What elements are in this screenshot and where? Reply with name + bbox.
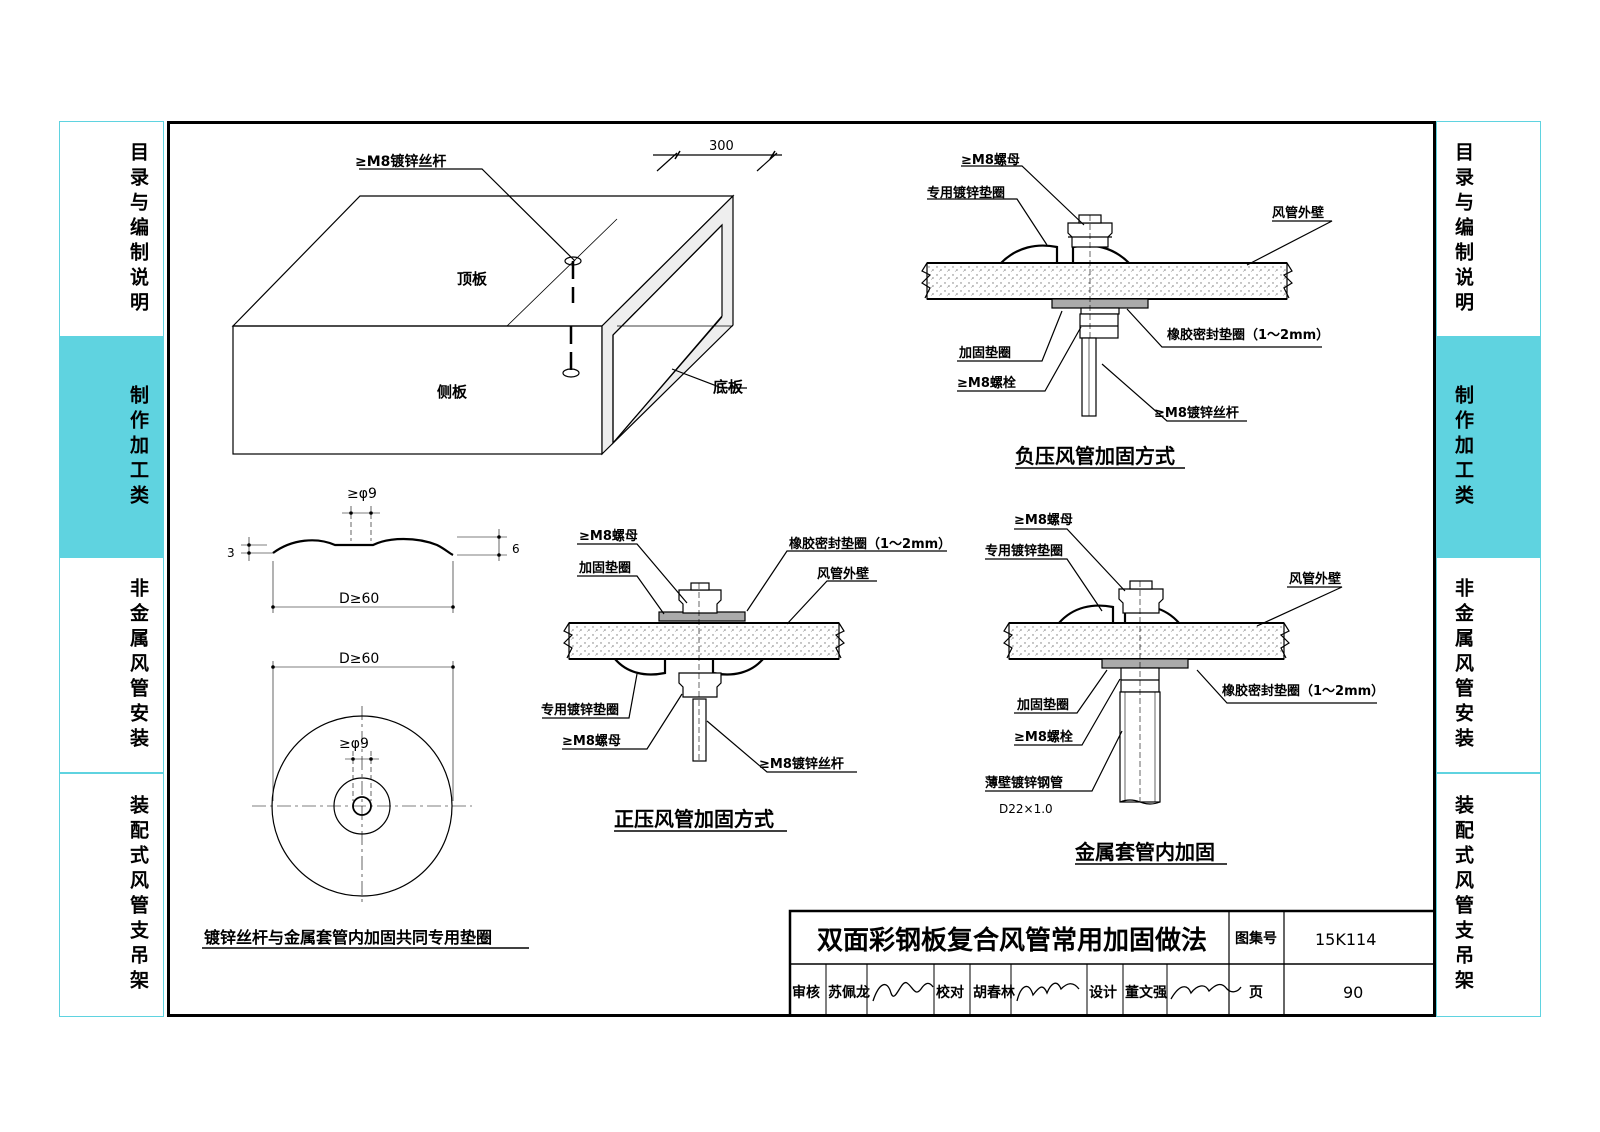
title-block bbox=[788, 909, 1436, 1017]
sleeve-nut-label: ≥M8螺母 bbox=[1014, 512, 1073, 528]
washer-hole-top: ≥φ9 bbox=[347, 486, 377, 502]
neg-rod-label: ≥M8镀锌丝杆 bbox=[1154, 405, 1239, 421]
sleeve-detail bbox=[985, 528, 1377, 865]
washer-diameter-side: D≥60 bbox=[339, 591, 379, 607]
negative-title: 负压风管加固方式 bbox=[1015, 444, 1175, 468]
tab-fabrication-right[interactable]: 制作加工类 bbox=[1436, 337, 1541, 557]
washer-dim-3: 3 bbox=[227, 546, 235, 560]
reviewer-name: 苏佩龙 bbox=[828, 984, 870, 1001]
side-panel-label: 侧板 bbox=[437, 383, 468, 401]
pos-nut-top-label: ≥M8螺母 bbox=[579, 528, 638, 544]
sleeve-wall-label: 风管外壁 bbox=[1289, 571, 1341, 587]
neg-washer-label: 专用镀锌垫圈 bbox=[927, 185, 1005, 201]
sleeve-plate-label: 加固垫圈 bbox=[1016, 697, 1069, 713]
tab-catalog-right[interactable]: 目录与编制说明 bbox=[1436, 121, 1541, 337]
check-label: 校对 bbox=[936, 984, 964, 1001]
sleeve-tube-label: 薄壁镀锌钢管 bbox=[985, 775, 1063, 791]
design-label: 设计 bbox=[1089, 984, 1117, 1001]
tab-fabrication-left[interactable]: 制作加工类 bbox=[59, 337, 164, 557]
negative-pressure-detail bbox=[921, 165, 1333, 469]
tab-nonmetal-left[interactable]: 非金属风管安装 bbox=[59, 557, 164, 773]
washer-detail bbox=[202, 506, 529, 949]
sleeve-tube-size: D22×1.0 bbox=[999, 802, 1053, 816]
designer-name: 董文强 bbox=[1125, 984, 1167, 1001]
left-tab-column: 目录与编制说明 制作加工类 非金属风管安装 装配式风管支吊架 bbox=[59, 121, 166, 1017]
sleeve-seal-label: 橡胶密封垫圈（1～2mm） bbox=[1222, 683, 1384, 699]
right-tab-column: 目录与编制说明 制作加工类 非金属风管安装 装配式风管支吊架 bbox=[1436, 121, 1543, 1017]
atlas-no-value: 15K114 bbox=[1315, 930, 1376, 949]
neg-plate-label: 加固垫圈 bbox=[958, 345, 1011, 361]
atlas-no-label: 图集号 bbox=[1235, 930, 1277, 947]
page-label: 页 bbox=[1249, 985, 1263, 1001]
pos-nut-bottom-label: ≥M8螺母 bbox=[562, 733, 621, 749]
checker-name: 胡春林 bbox=[973, 984, 1015, 1001]
duct-isometric bbox=[231, 150, 782, 456]
neg-seal-label: 橡胶密封垫圈（1～2mm） bbox=[1167, 327, 1329, 343]
washer-caption: 镀锌丝杆与金属套管内加固共同专用垫圈 bbox=[204, 928, 492, 947]
pos-washer-label: 专用镀锌垫圈 bbox=[541, 702, 619, 718]
checker-signature bbox=[1016, 982, 1080, 1002]
tab-hanger-left[interactable]: 装配式风管支吊架 bbox=[59, 773, 164, 1017]
positive-title: 正压风管加固方式 bbox=[614, 807, 774, 831]
positive-pressure-detail bbox=[542, 543, 947, 832]
drawing-border bbox=[167, 121, 1436, 1017]
neg-wall-label: 风管外壁 bbox=[1272, 205, 1324, 221]
washer-hole-plan: ≥φ9 bbox=[339, 736, 369, 752]
neg-bolt-label: ≥M8螺栓 bbox=[957, 375, 1016, 391]
pos-plate-label: 加固垫圈 bbox=[578, 560, 631, 576]
tab-catalog-left[interactable]: 目录与编制说明 bbox=[59, 121, 164, 337]
washer-diameter-plan: D≥60 bbox=[339, 651, 379, 667]
designer-signature bbox=[1170, 983, 1242, 1000]
sleeve-bolt-label: ≥M8螺栓 bbox=[1014, 729, 1073, 745]
duct-rod-label: ≥M8镀锌丝杆 bbox=[355, 153, 446, 170]
drawing-title: 双面彩钢板复合风管常用加固做法 bbox=[817, 925, 1207, 956]
top-panel-label: 顶板 bbox=[457, 270, 488, 288]
neg-nut-label: ≥M8螺母 bbox=[961, 152, 1020, 168]
bottom-panel-label: 底板 bbox=[713, 378, 744, 396]
review-label: 审核 bbox=[792, 984, 820, 1001]
tab-hanger-right[interactable]: 装配式风管支吊架 bbox=[1436, 773, 1541, 1017]
washer-dim-6: 6 bbox=[512, 542, 520, 556]
pos-seal-label: 橡胶密封垫圈（1～2mm） bbox=[789, 536, 951, 552]
duct-dimension-300: 300 bbox=[709, 139, 734, 154]
pos-rod-label: ≥M8镀锌丝杆 bbox=[759, 756, 844, 772]
reviewer-signature bbox=[872, 982, 934, 1002]
drawing-sheet: ≥M8镀锌丝杆 300 顶板 侧板 底板 ≥M8螺母 专用镀锌垫圈 风管外壁 橡… bbox=[167, 121, 1436, 1017]
tab-nonmetal-right[interactable]: 非金属风管安装 bbox=[1436, 557, 1541, 773]
pos-wall-label: 风管外壁 bbox=[817, 566, 869, 582]
sleeve-title: 金属套管内加固 bbox=[1074, 840, 1215, 864]
page-number: 90 bbox=[1343, 983, 1363, 1002]
sleeve-washer-label: 专用镀锌垫圈 bbox=[985, 543, 1063, 559]
